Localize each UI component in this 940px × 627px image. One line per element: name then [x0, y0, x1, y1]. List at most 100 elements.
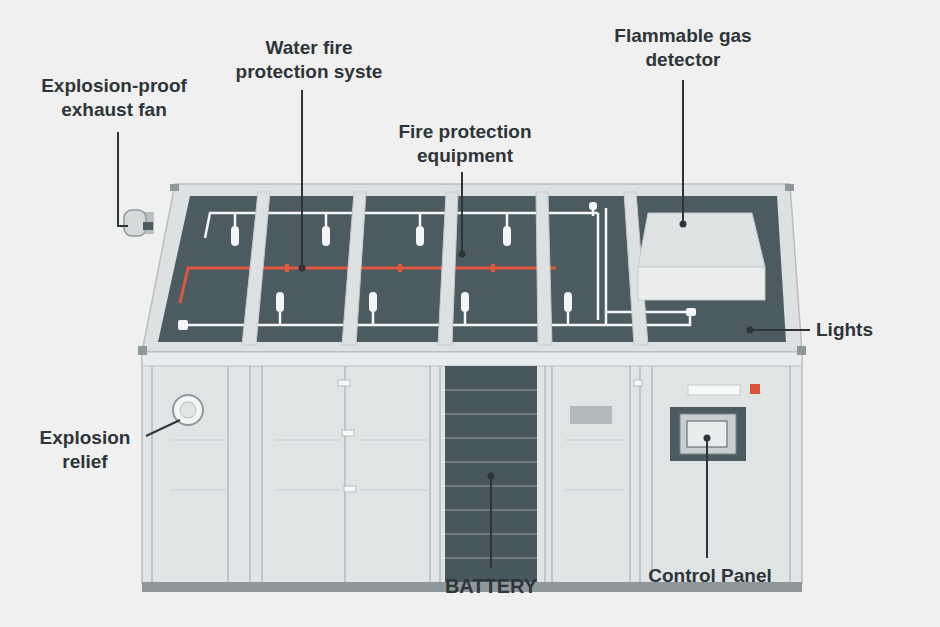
callout-label: Water fire protection syste [218, 36, 400, 84]
corner-casting [170, 184, 179, 191]
water-pipe [325, 213, 328, 226]
sprinkler-head [322, 226, 330, 246]
water-pipe [506, 213, 509, 226]
door-seam [789, 366, 791, 582]
panel-rib [275, 489, 340, 491]
panel-rib [565, 489, 625, 491]
panel-rib [170, 489, 226, 491]
roof-beam [438, 192, 458, 345]
leader-dot [747, 327, 754, 334]
sprinkler-head [231, 226, 239, 246]
vent-core [180, 402, 196, 418]
sprinkler-head [369, 292, 377, 312]
status-strip [688, 385, 740, 395]
leader-dot [680, 221, 687, 228]
pipe-end [178, 320, 188, 330]
battery-module-line [445, 461, 537, 463]
water-pipe [279, 312, 282, 325]
leader-line [118, 132, 128, 226]
exhaust-fan [124, 210, 146, 236]
water-pipe [605, 208, 608, 324]
roof-beam [536, 192, 552, 345]
door-handle [338, 380, 350, 386]
callout-label: Explosion-proof exhaust fan [30, 74, 198, 122]
container-front [142, 352, 802, 584]
container-roof-frame [142, 184, 802, 352]
door-seam [639, 366, 641, 582]
door-seam [544, 366, 546, 582]
callout-label: Lights [816, 318, 926, 342]
callout-label: Explosion relief [26, 426, 144, 474]
battery-module-line [445, 413, 537, 415]
door-handle [342, 430, 354, 436]
sprinkler-head [276, 292, 284, 312]
door-seam [439, 366, 441, 582]
leader-line [750, 329, 810, 331]
door-seam [344, 366, 346, 582]
leader-line [706, 438, 708, 558]
leader-dot [704, 435, 711, 442]
door-seam [629, 366, 631, 582]
panel-rib [170, 439, 226, 441]
panel-rib [275, 439, 340, 441]
water-pipe [567, 312, 570, 325]
callout-label: Control Panel [620, 564, 800, 588]
water-pipe [606, 311, 690, 314]
pipe-end [686, 308, 696, 316]
gas-detector-top [638, 213, 765, 267]
callout-label: Flammable gas detector [592, 24, 774, 72]
corner-casting [797, 346, 806, 355]
fire-line-node [285, 264, 289, 272]
door-seam [151, 366, 153, 582]
leader-line [490, 476, 492, 568]
callout-label: BATTERY [400, 574, 582, 599]
water-pipe [234, 213, 237, 226]
leader-line [682, 80, 684, 224]
sprinkler-head [589, 202, 597, 210]
corner-casting [785, 184, 794, 191]
door-handle [634, 380, 642, 386]
leader-line [461, 172, 463, 254]
fan-duct [143, 222, 153, 230]
fire-line-node [398, 264, 402, 272]
leader-dot [488, 473, 495, 480]
door-seam [429, 366, 431, 582]
water-pipe [597, 213, 600, 320]
leader-dot [299, 265, 306, 272]
water-pipe [419, 213, 422, 226]
sprinkler-head [461, 292, 469, 312]
door-plate [570, 406, 612, 424]
panel-rib [360, 439, 428, 441]
battery-rack [445, 366, 537, 582]
door-handle [344, 486, 356, 492]
door-seam [261, 366, 263, 582]
leader-line [301, 90, 303, 268]
gas-detector-front [638, 267, 765, 300]
water-pipe [464, 312, 467, 325]
fire-detection-line [180, 268, 556, 303]
door-seam [551, 366, 553, 582]
leader-line [146, 420, 180, 436]
corner-casting [138, 346, 147, 355]
door-seam [227, 366, 229, 582]
callout-label: Fire protection equipment [372, 120, 558, 168]
leader-dot [459, 251, 466, 258]
leader-dots [299, 221, 754, 480]
panel-rib [360, 489, 428, 491]
sprinkler-head [503, 226, 511, 246]
battery-module-line [445, 389, 537, 391]
door-seam [249, 366, 251, 582]
door-seams [152, 366, 790, 582]
leader-lines [118, 80, 810, 568]
roof-beam [242, 192, 270, 345]
battery-module-line [445, 437, 537, 439]
alarm-light [750, 384, 760, 394]
fire-line-node [491, 264, 495, 272]
door-seam [651, 366, 653, 582]
fire-line-nodes [285, 264, 495, 272]
sprinkler-head [564, 292, 572, 312]
front-top-rail [142, 352, 802, 366]
panel-ribs [170, 440, 625, 490]
